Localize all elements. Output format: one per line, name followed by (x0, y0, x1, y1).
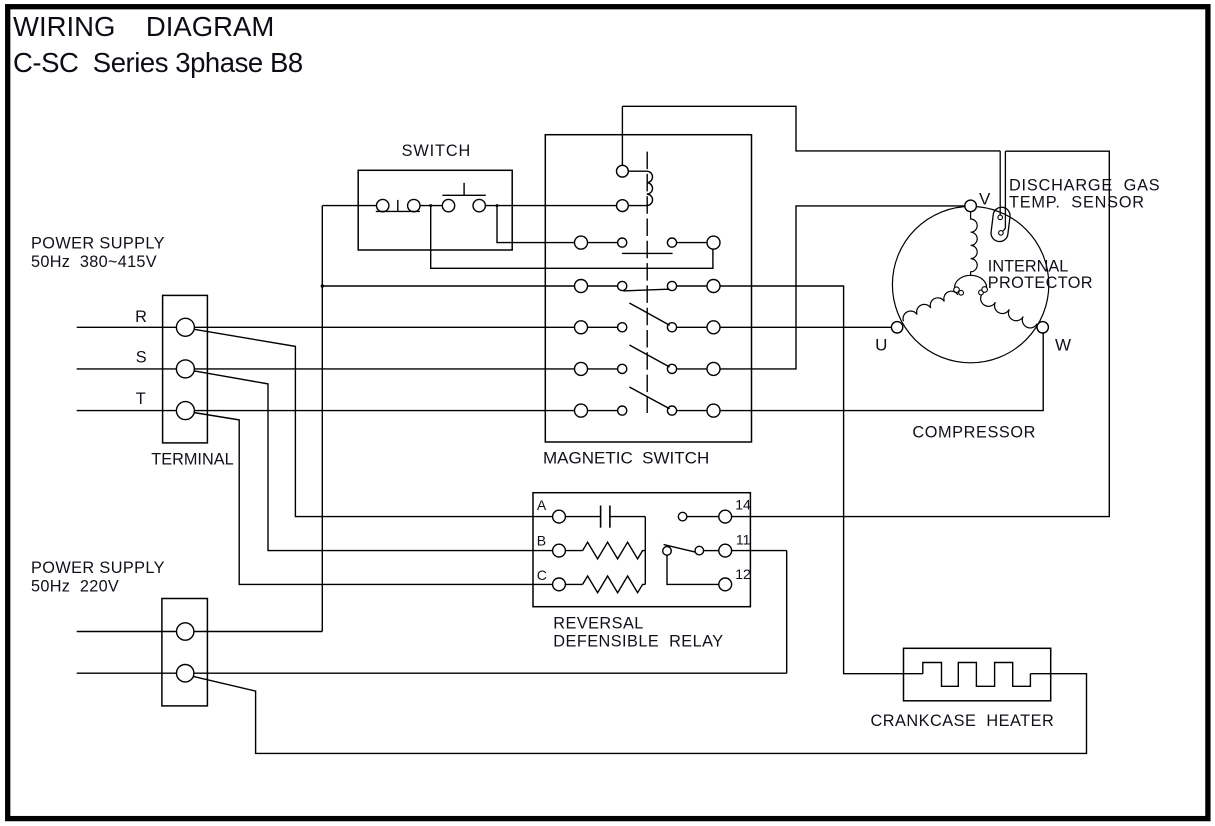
svg-text:PROTECTOR: PROTECTOR (988, 274, 1093, 292)
svg-text:V: V (979, 189, 991, 208)
svg-text:TEMP. SENSOR: TEMP. SENSOR (1009, 194, 1145, 212)
svg-text:TERMINAL: TERMINAL (151, 451, 233, 469)
svg-text:S: S (136, 349, 147, 367)
svg-text:SWITCH: SWITCH (402, 142, 472, 160)
svg-text:POWER SUPPLY: POWER SUPPLY (31, 235, 165, 253)
svg-text:REVERSAL: REVERSAL (553, 615, 643, 633)
svg-text:14: 14 (735, 496, 751, 512)
svg-text:W: W (1055, 335, 1071, 354)
svg-text:POWER SUPPLY: POWER SUPPLY (31, 559, 165, 577)
svg-text:DISCHARGE GAS: DISCHARGE GAS (1009, 177, 1160, 195)
svg-text:MAGNETIC SWITCH: MAGNETIC SWITCH (543, 449, 709, 468)
svg-text:CRANKCASE HEATER: CRANKCASE HEATER (871, 712, 1055, 730)
svg-text:12: 12 (735, 566, 751, 582)
svg-text:C: C (537, 567, 547, 583)
svg-text:50Hz 380~415V: 50Hz 380~415V (31, 253, 157, 271)
svg-text:WIRING DIAGRAM: WIRING DIAGRAM (13, 11, 274, 42)
svg-text:A: A (537, 497, 547, 513)
svg-text:INTERNAL: INTERNAL (988, 257, 1069, 275)
svg-text:T: T (136, 390, 146, 408)
svg-text:R: R (135, 308, 147, 326)
svg-text:U: U (875, 335, 887, 354)
svg-text:11: 11 (736, 532, 751, 548)
svg-text:C-SC Series 3phase B8: C-SC Series 3phase B8 (13, 47, 303, 78)
svg-text:B: B (537, 532, 546, 548)
svg-text:COMPRESSOR: COMPRESSOR (912, 424, 1036, 442)
svg-text:DEFENSIBLE RELAY: DEFENSIBLE RELAY (553, 633, 723, 651)
svg-text:50Hz 220V: 50Hz 220V (31, 577, 119, 595)
